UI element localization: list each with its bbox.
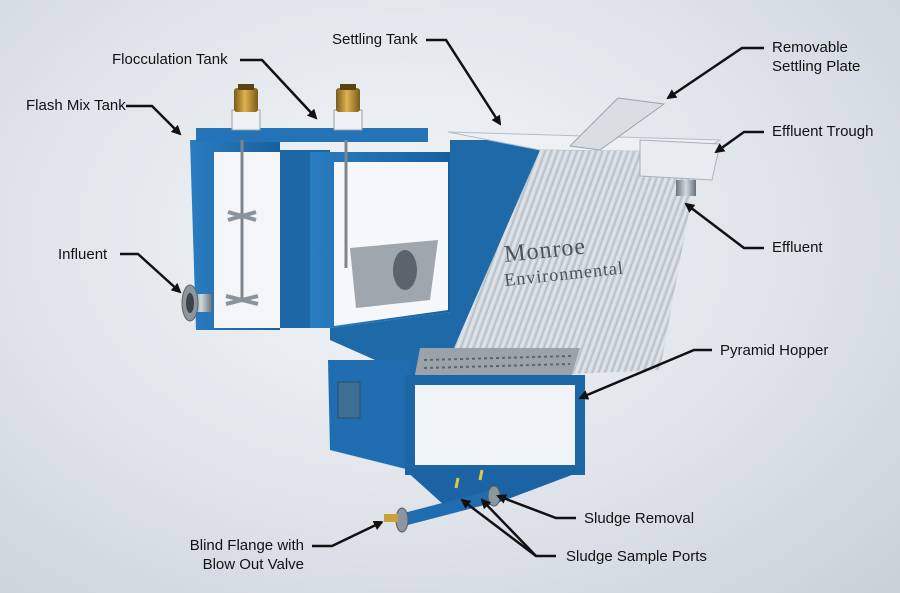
label-removable-plate-line2: Settling Plate (772, 58, 861, 75)
leader-lines (120, 38, 764, 558)
arrow-removable-plate (666, 46, 764, 100)
label-influent: Influent (58, 246, 108, 263)
label-removable-plate-line1: Removable (772, 39, 848, 56)
arrow-pyramid-hopper (578, 348, 712, 400)
mixer-motor-1 (231, 84, 261, 131)
label-flash-mix-tank: Flash Mix Tank (26, 97, 126, 114)
label-flocculation-tank: Flocculation Tank (112, 51, 228, 68)
label-pyramid-hopper: Pyramid Hopper (720, 342, 829, 359)
pyramid-hopper (328, 360, 585, 505)
label-blind-flange: Blind Flange with Blow Out Valve (168, 536, 304, 574)
label-sludge-removal: Sludge Removal (584, 510, 695, 527)
removable-settling-plate (568, 97, 666, 151)
arrow-blind-flange (312, 520, 384, 548)
flocculation-tank (280, 140, 450, 328)
effluent-trough (639, 139, 721, 196)
arrow-effluent (684, 202, 764, 250)
label-settling-tank: Settling Tank (332, 31, 418, 48)
influent-pipe (181, 284, 212, 322)
arrow-influent (120, 252, 182, 294)
label-removable-plate: Removable Settling Plate (772, 38, 860, 76)
label-blind-flange-line1: Blind Flange with (189, 537, 304, 554)
label-effluent-trough: Effluent Trough (772, 123, 874, 140)
arrow-settling-tank (426, 38, 502, 126)
mixer-motor-2 (333, 84, 363, 131)
arrow-sludge-port-2 (480, 498, 537, 557)
flash-mix-tank (190, 128, 428, 330)
arrow-sludge-removal (496, 494, 576, 520)
label-blind-flange-line2: Blow Out Valve (202, 556, 304, 573)
arrow-flash-mix-tank (126, 104, 182, 136)
arrow-flocculation-tank (240, 58, 318, 120)
arrow-effluent-trough (714, 130, 764, 154)
label-sludge-sample-ports: Sludge Sample Ports (566, 548, 707, 565)
label-effluent: Effluent (772, 239, 823, 256)
